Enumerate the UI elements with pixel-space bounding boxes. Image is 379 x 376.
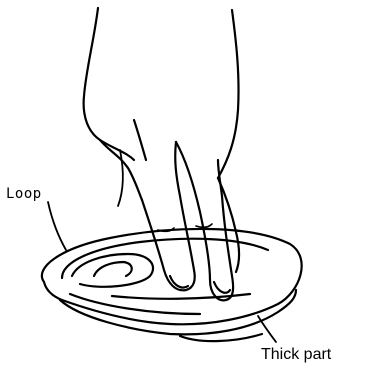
thick-part-leader-line <box>258 316 276 342</box>
device-outer-rim <box>42 229 302 324</box>
thick-part-label: Thick part <box>261 346 331 364</box>
hand-outline <box>84 8 134 160</box>
loop-label: Loop <box>6 186 42 202</box>
loop-leader-line <box>48 202 66 250</box>
